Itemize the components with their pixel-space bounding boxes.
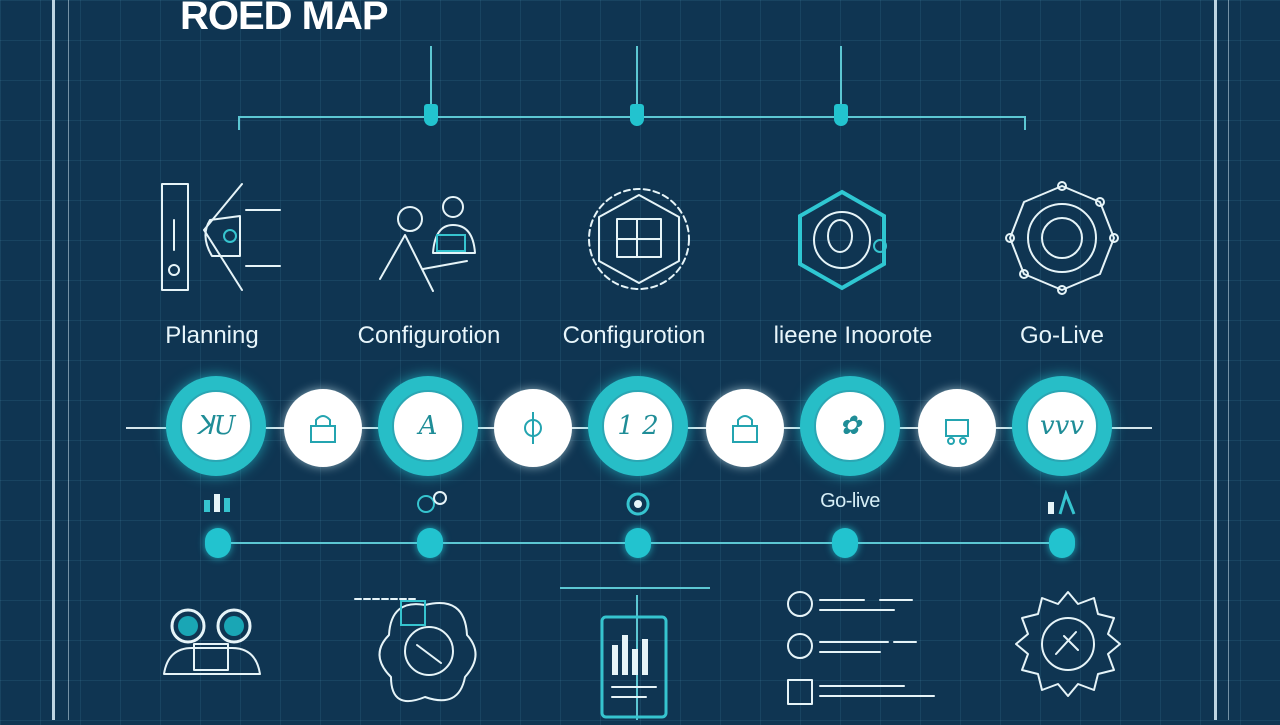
lock-icon[interactable] [706, 389, 784, 467]
gear-gem-icon [1004, 180, 1120, 301]
top-pin [630, 104, 644, 126]
sub-icon-planning [202, 490, 238, 519]
dashed-frame-icon [585, 185, 693, 298]
top-stem [430, 46, 432, 108]
milestone-marker[interactable] [625, 528, 651, 558]
milestone-label: Go-live [820, 490, 880, 512]
frame-right-inner [1228, 0, 1229, 720]
stage-label-configuration-1: Configurotion [357, 322, 501, 349]
team-icon [160, 604, 264, 685]
lock-icon[interactable] [284, 389, 362, 467]
frame-right-outer [1214, 0, 1217, 720]
top-pin [834, 104, 848, 126]
checklist-icon [784, 588, 944, 723]
shield-badge-icon [792, 189, 892, 295]
stage-label-integrate: lieene Inoorote [773, 322, 933, 349]
top-connector-tick [1024, 116, 1026, 130]
stage-node-configuration-1[interactable]: A [378, 376, 478, 476]
stage-label-go-live: Go-Live [1019, 322, 1105, 349]
stage-node-glyph: A [392, 390, 464, 462]
milestone-marker[interactable] [1049, 528, 1075, 558]
frame-left-outer [52, 0, 55, 720]
cog-network-icon [354, 585, 495, 720]
sub-icon-configuration-2 [622, 488, 658, 525]
sub-icon-go-live [1044, 489, 1080, 523]
milestone-marker[interactable] [832, 528, 858, 558]
stage-node-glyph: ꓘU [180, 390, 252, 462]
settings-cog-icon [1012, 588, 1124, 705]
stage-node-glyph: vvv [1026, 390, 1098, 462]
gear-icon[interactable] [494, 389, 572, 467]
top-stem [636, 46, 638, 108]
milestone-marker[interactable] [205, 528, 231, 558]
tablet-chart-icon [600, 615, 668, 725]
top-stem [840, 46, 842, 108]
stage-node-go-live[interactable]: vvv [1012, 376, 1112, 476]
frame-left-inner [68, 0, 69, 720]
stage-node-planning[interactable]: ꓘU [166, 376, 266, 476]
cart-icon[interactable] [918, 389, 996, 467]
blueprint-icon [160, 180, 290, 300]
bottom-connector-line [560, 587, 710, 589]
top-connector-tick [238, 116, 240, 130]
users-settings-icon [375, 195, 485, 305]
stage-label-planning: Planning [165, 322, 259, 349]
page-title: ROED MAP [180, 0, 389, 38]
stage-label-configuration-2: Configurotion [562, 322, 706, 349]
top-pin [424, 104, 438, 126]
stage-node-configuration-2[interactable]: 1 2 [588, 376, 688, 476]
stage-node-glyph: 1 2 [602, 390, 674, 462]
stage-node-glyph: ✿ [814, 390, 886, 462]
milestone-marker[interactable] [417, 528, 443, 558]
stage-node-integrate[interactable]: ✿ [800, 376, 900, 476]
sub-icon-configuration [414, 488, 450, 521]
